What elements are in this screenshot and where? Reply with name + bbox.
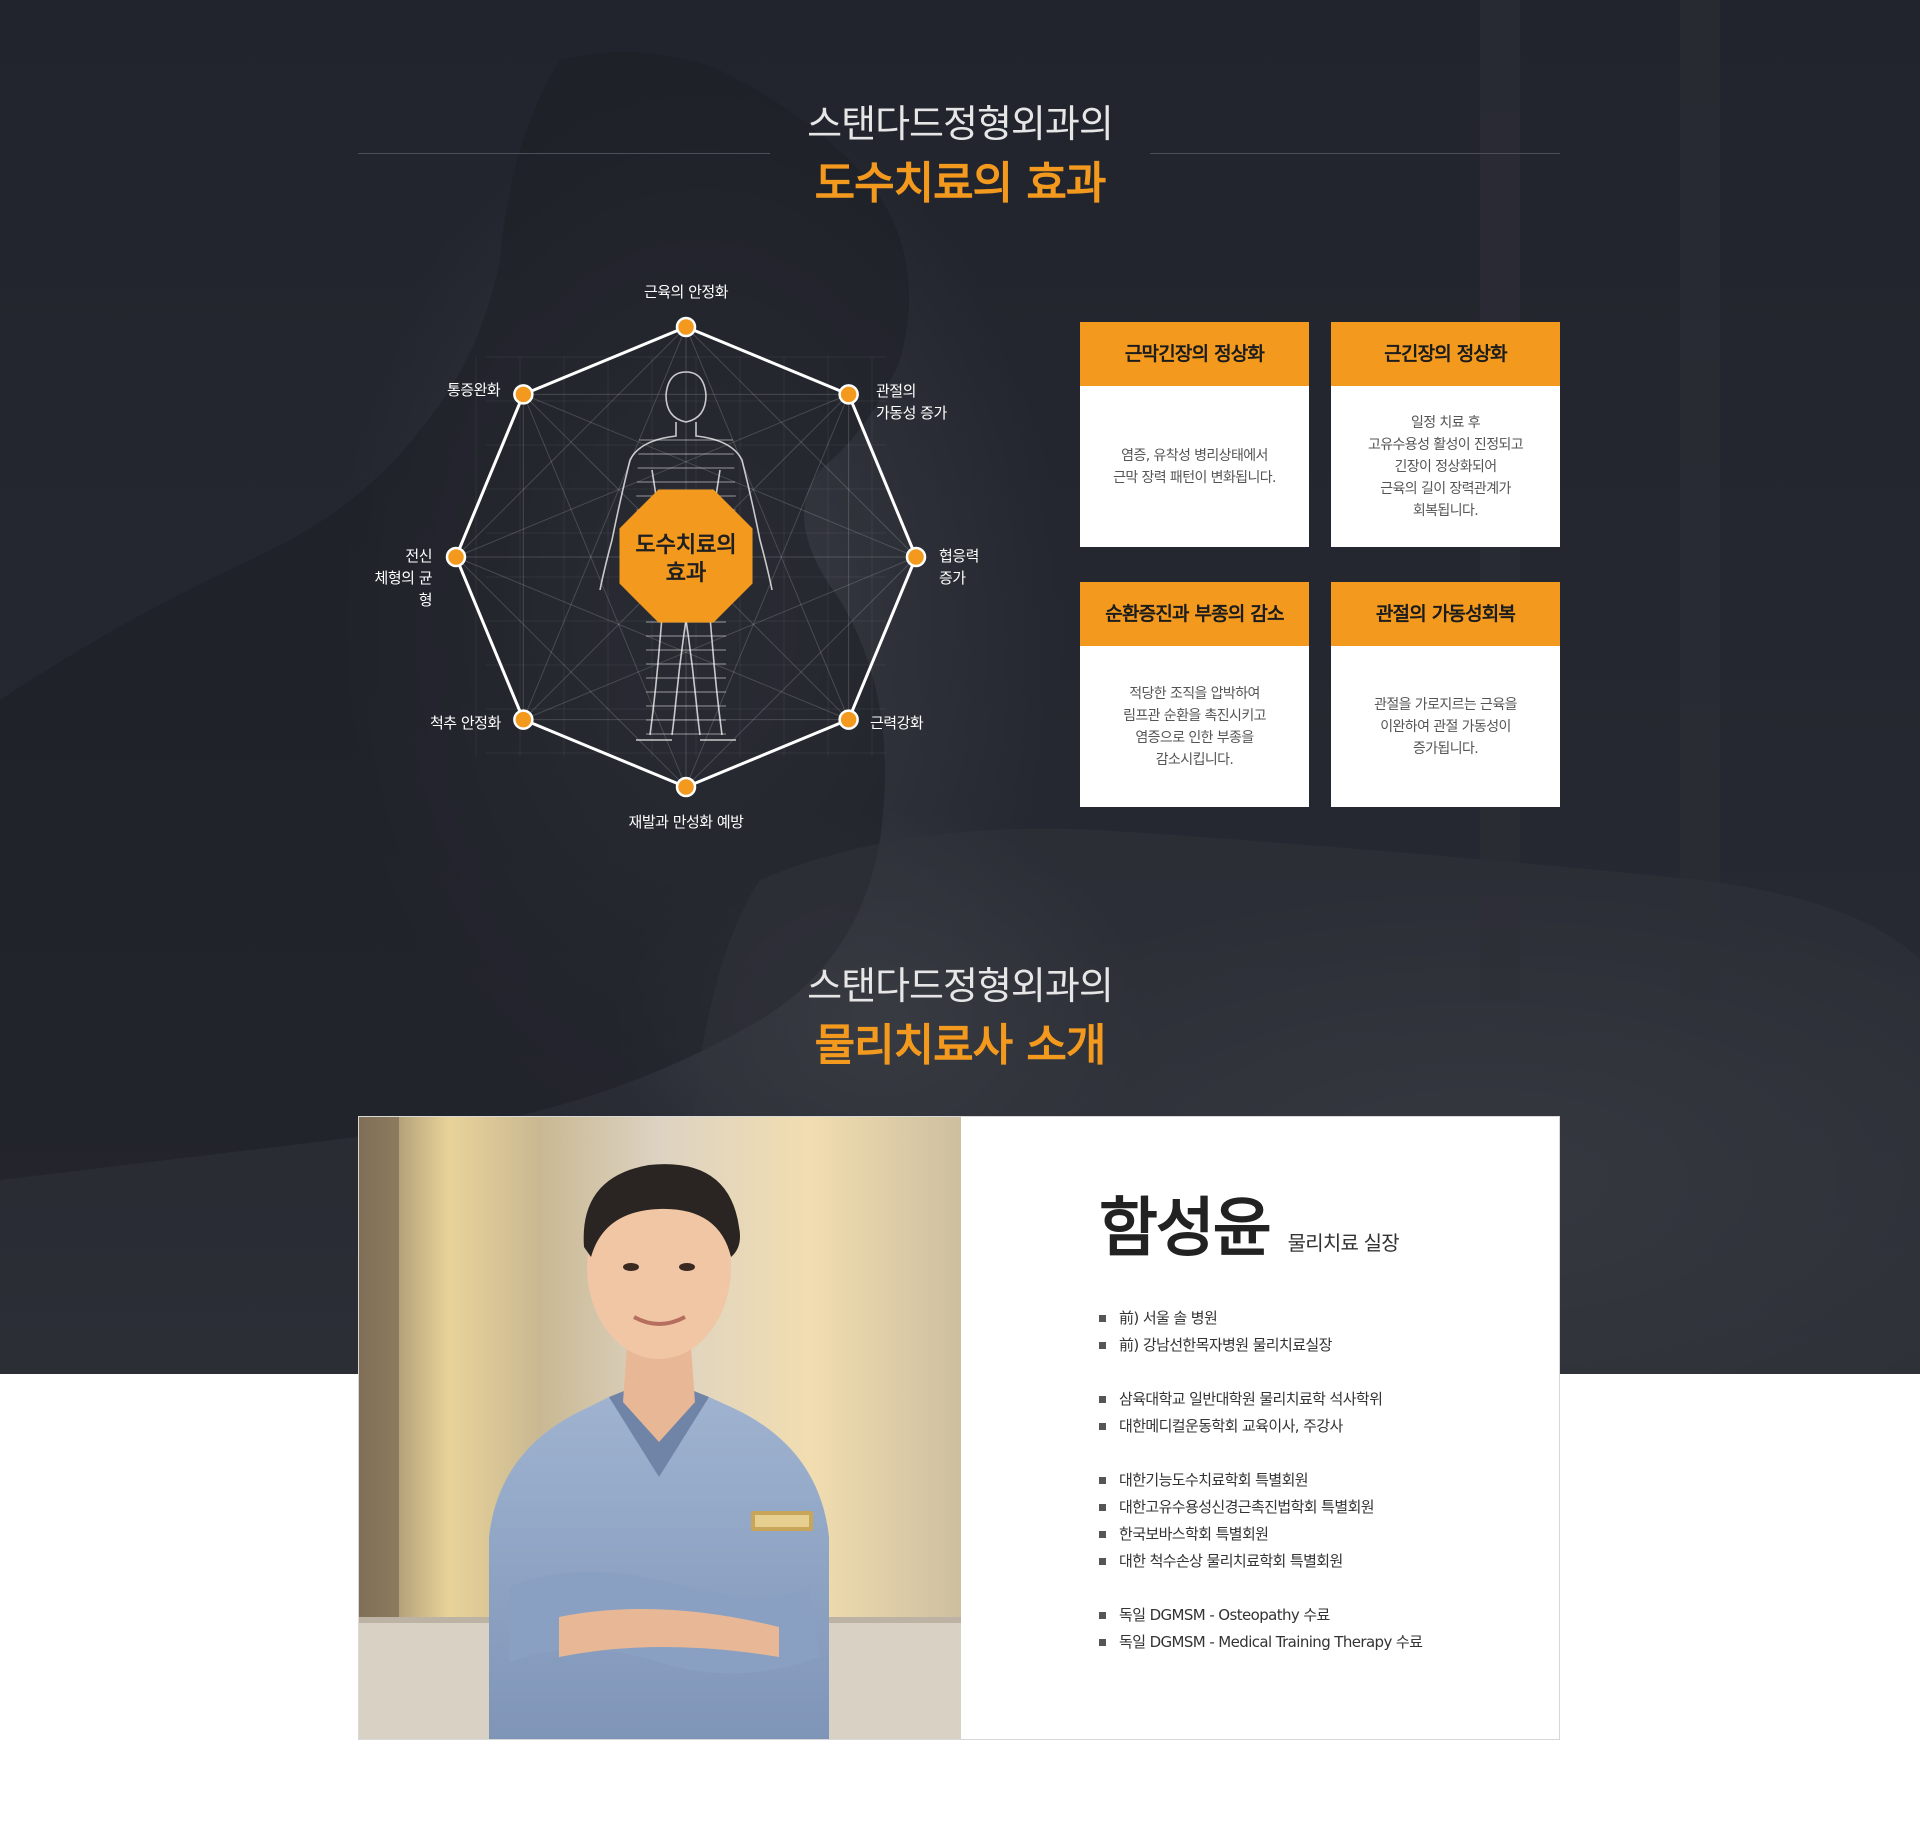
therapist-title: 스탠다드정형외과의 물리치료사 소개 [0,962,1920,1076]
diagram-node-dot [905,546,927,568]
effects-title: 스탠다드정형외과의 도수치료의 효과 [0,100,1920,214]
effect-card-fascia: 근막긴장의 정상화 염증, 유착성 병리상태에서 근막 장력 패턴이 변화됩니다… [1080,322,1309,547]
node-label-joint-mobility: 관절의 가동성 증가 [876,382,947,422]
career-item: 대한기능도수치료학회 특별회원 [1099,1467,1539,1494]
effect-card-title: 관절의 가동성회복 [1331,582,1560,646]
career-item: 前) 서울 솔 병원 [1099,1305,1539,1332]
node-label-strength: 근력강화 [870,714,924,732]
diagram-connector-line [685,326,850,720]
career-item: 독일 DGMSM - Medical Training Therapy 수료 [1099,1629,1539,1656]
diagram-node-dot [445,546,467,568]
effects-diagram: 근육의 안정화 관절의 가동성 증가 협응력 증가 근력강화 재발과 만성화 예… [0,0,1920,880]
diagram-connector-line [685,394,850,788]
diagram-connector-line [455,556,687,788]
effect-card-joint: 관절의 가동성회복 관절을 가로지르는 근육을 이완하여 관절 가동성이 증가됩… [1331,582,1560,807]
career-item: 삼육대학교 일반대학원 물리치료학 석사학위 [1099,1386,1539,1413]
career-item: 대한고유수용성신경근촉진법학회 특별회원 [1099,1494,1539,1521]
career-item: 대한메디컬운동학회 교육이사, 주강사 [1099,1413,1539,1440]
effect-card-title: 근막긴장의 정상화 [1080,322,1309,386]
diagram-center-label: 도수치료의 효과 [635,533,737,586]
diagram-connector-line [455,326,687,558]
therapist-name: 함성윤 [1099,1192,1272,1266]
diagram-node-dot [838,709,859,730]
title-divider-left [358,153,770,154]
diagram-node-dot [675,776,697,798]
center-octagon [619,489,753,623]
career-item: 독일 DGMSM - Osteopathy 수료 [1099,1602,1539,1629]
node-label-spine-stability: 척추 안정화 [430,714,501,732]
diagram-node-dot [513,709,534,730]
diagram-connector-line [522,394,687,788]
effects-subtitle: 스탠다드정형외과의 [807,102,1114,146]
node-label-relapse-prevention: 재발과 만성화 예방 [628,813,744,831]
node-label-coordination: 협응력 증가 [939,547,979,587]
node-label-muscle-stability: 근육의 안정화 [643,283,729,301]
career-item: 前) 강남선한목자병원 물리치료실장 [1099,1332,1539,1359]
diagram-connector-line [455,556,849,721]
therapist-heading: 물리치료사 소개 [814,1020,1107,1071]
diagram-connector-line [685,556,917,788]
human-figure-stroke [685,619,701,736]
human-figure-stroke [671,600,687,736]
diagram-node-dot [675,316,697,338]
human-figure-stroke [695,422,773,591]
octagon-diagram [445,316,927,798]
diagram-node-dot [838,384,859,405]
effects-heading: 도수치료의 효과 [814,158,1107,209]
career-item: 대한 척수손상 물리치료학회 특별회원 [1099,1548,1539,1575]
human-figure-stroke [599,422,677,591]
title-divider-right [1150,153,1560,154]
diagram-node-dot [513,384,534,405]
career-item: 한국보바스학회 특별회원 [1099,1521,1539,1548]
diagram-connector-line [522,326,687,720]
effect-card-title: 순환증진과 부종의 감소 [1080,582,1309,646]
diagram-connector-line [523,556,917,721]
therapist-subtitle: 스탠다드정형외과의 [807,964,1114,1008]
effect-card-title: 근긴장의 정상화 [1331,322,1560,386]
effect-card-text: 적당한 조직을 압박하여 림프관 순환을 촉진시키고 염증으로 인한 부종을 감… [1123,685,1266,768]
therapist-name-row: 함성윤 물리치료 실장 [1099,1177,1539,1269]
therapist-role: 물리치료 실장 [1287,1231,1400,1255]
effect-card-text: 일정 치료 후 고유수용성 활성이 진정되고 긴장이 정상화되어 근육의 길이 … [1367,414,1524,519]
effect-card-text: 염증, 유착성 병리상태에서 근막 장력 패턴이 변화됩니다. [1113,447,1276,486]
effect-card-text: 관절을 가로지르는 근육을 이완하여 관절 가동성이 증가됩니다. [1374,696,1517,757]
diagram-connector-line [685,326,917,558]
human-figure-stroke [665,371,707,423]
therapist-portrait-illustration [359,1117,961,1739]
effect-card-circulation: 순환증진과 부종의 감소 적당한 조직을 압박하여 림프관 순환을 촉진시키고 … [1080,582,1309,807]
therapist-photo [359,1117,961,1739]
effect-card-muscle-tone: 근긴장의 정상화 일정 치료 후 고유수용성 활성이 진정되고 긴장이 정상화되… [1331,322,1560,547]
node-label-body-balance: 전신 체형의 균형 [374,547,433,609]
node-label-pain-relief: 통증완화 [447,381,501,399]
